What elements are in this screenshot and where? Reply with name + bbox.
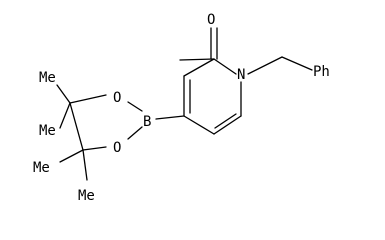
bond-b-o-bottom [127, 126, 143, 140]
pyridinone-ring [179, 58, 242, 135]
methyl-1-label: Me [39, 70, 56, 86]
ring-nitrogen-label: N [237, 67, 245, 83]
boron-label: B [143, 114, 151, 130]
methyl-3-label: Me [33, 160, 50, 176]
methyl-bond-2 [59, 102, 71, 129]
bond-o-top-c [69, 94, 107, 104]
methyl-bond-1 [56, 84, 71, 104]
bond-b-o-top [127, 101, 143, 112]
bond-c5-c6-inner [214, 113, 237, 129]
bond-c2-n1 [179, 58, 215, 61]
dioxaborolane-ring [69, 94, 143, 151]
carbonyl-oxygen-label: O [207, 12, 215, 28]
methyl-bond-4 [82, 149, 88, 181]
methyl-4-label: Me [78, 188, 95, 204]
methyl-bond-3 [59, 149, 84, 163]
c4-b-bond [155, 115, 185, 120]
bond-n1-c2 [213, 58, 237, 75]
n-ch2-bond [247, 56, 283, 75]
bond-c5-c6 [213, 115, 242, 135]
bond-o-bottom-c [82, 146, 107, 151]
phenyl-label: Ph [313, 64, 330, 80]
ch2-ph-bond [281, 56, 313, 71]
bond-c-c [69, 102, 84, 151]
methyl-2-label: Me [39, 123, 56, 139]
ring-oxygen-bottom-label: O [113, 140, 121, 156]
chemical-structure-diagram: O N Ph B O O Me Me Me Me [33, 12, 330, 204]
bond-c2-c3 [183, 58, 215, 77]
ring-oxygen-top-label: O [113, 90, 121, 106]
bond-c4-c5 [183, 115, 215, 135]
